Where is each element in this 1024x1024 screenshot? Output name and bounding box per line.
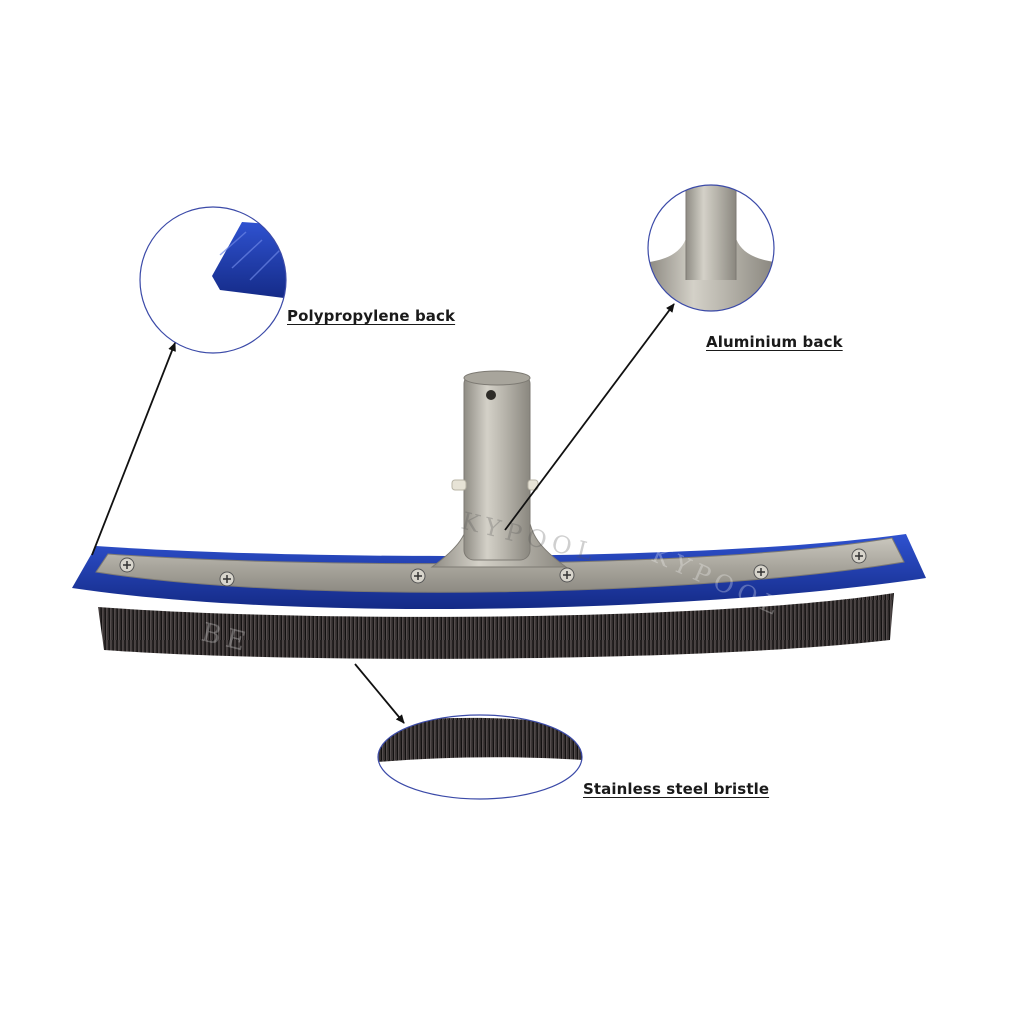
callout-arrow	[91, 342, 176, 556]
screws	[119, 548, 867, 587]
label-polypropylene-back: Polypropylene back	[287, 307, 456, 325]
callout-ring	[139, 206, 287, 354]
label-stainless-steel-bristle: Stainless steel bristle	[583, 780, 770, 798]
handle-clip-pin	[451, 479, 467, 491]
callout-bristle	[354, 663, 583, 800]
callout-ring	[647, 184, 775, 312]
label-aluminium-back: Aluminium back	[706, 333, 843, 351]
screw-icon	[851, 548, 867, 564]
screw-icon	[410, 568, 426, 584]
screw-icon	[219, 571, 235, 587]
screw-icon	[753, 564, 769, 580]
pool-brush	[72, 370, 926, 659]
screw-icon	[119, 557, 135, 573]
bristle-bank	[98, 593, 894, 659]
callout-arrow	[354, 663, 405, 724]
handle-tube-top	[463, 370, 531, 386]
callout-ring	[377, 714, 583, 800]
callout-arrow	[504, 303, 675, 531]
handle-pin-hole	[486, 390, 496, 400]
callout-polypropylene	[91, 206, 287, 556]
callout-aluminium	[504, 184, 775, 531]
screw-icon	[559, 567, 575, 583]
